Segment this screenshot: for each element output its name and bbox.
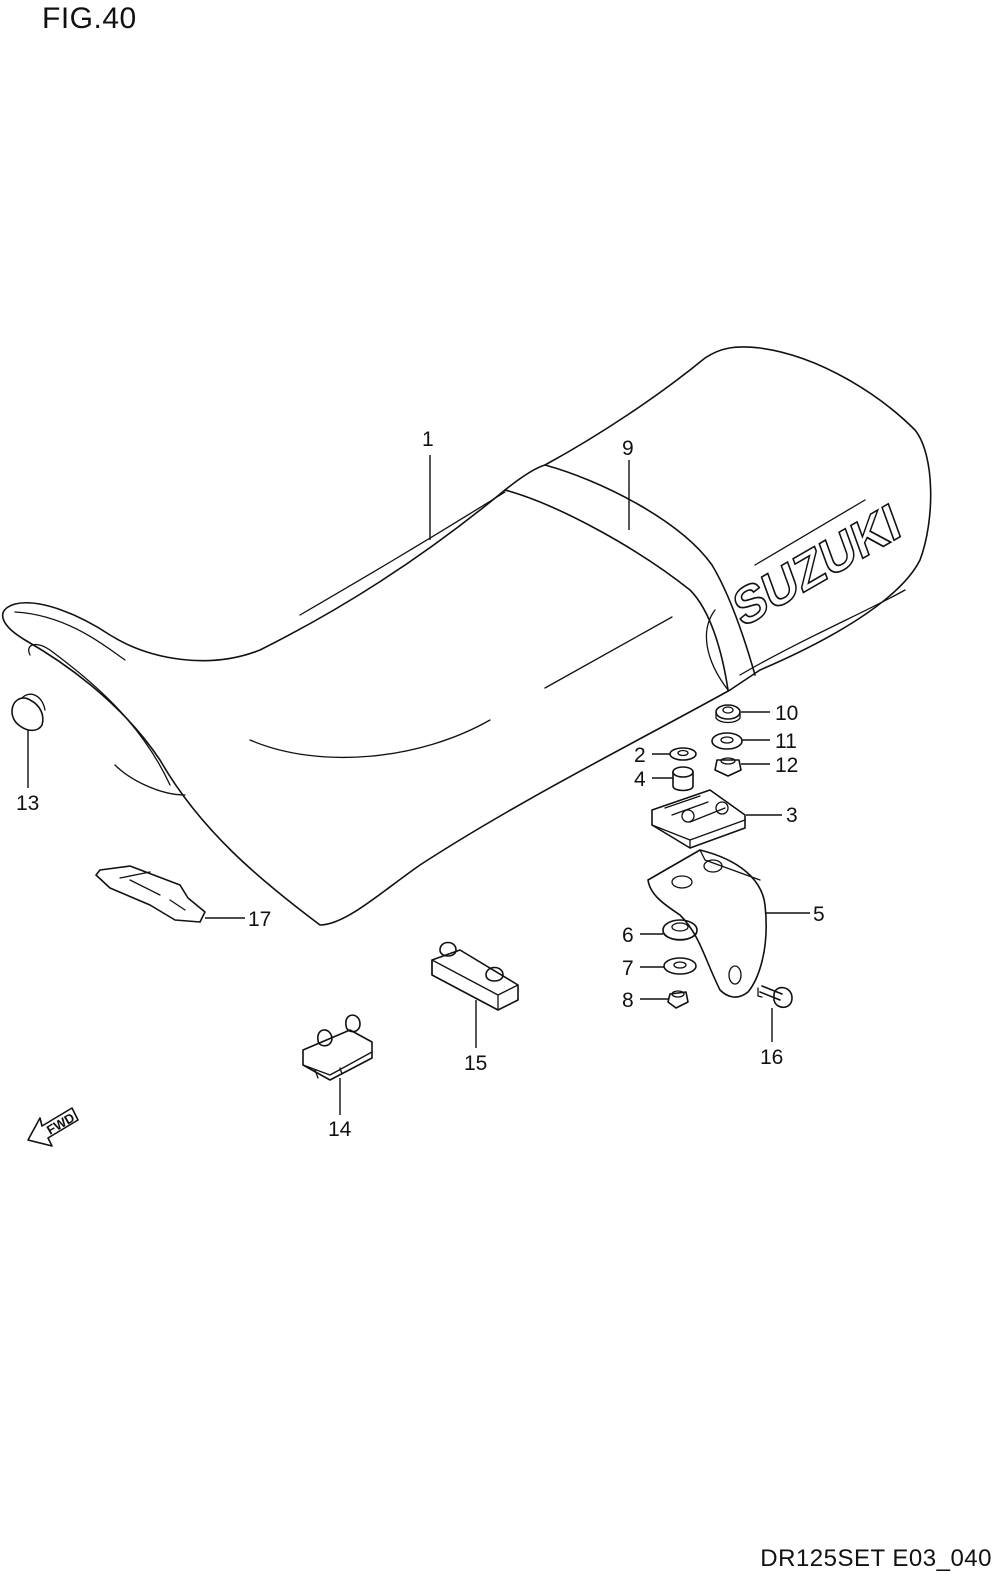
washer-11[interactable] <box>711 732 743 750</box>
callout-11: 11 <box>775 730 797 753</box>
callout-17: 17 <box>248 908 271 931</box>
callout-7: 7 <box>622 957 634 980</box>
clip-13[interactable] <box>11 693 46 732</box>
nut-8[interactable] <box>667 990 689 1009</box>
callout-labels: 1 2 3 4 5 6 7 8 9 10 11 12 13 14 15 16 1… <box>16 428 825 1141</box>
callout-12: 12 <box>775 754 798 777</box>
leader-lines <box>27 455 810 1115</box>
callout-8: 8 <box>622 989 634 1012</box>
callout-2: 2 <box>634 744 646 767</box>
callout-15: 15 <box>464 1052 487 1075</box>
callout-5: 5 <box>813 903 825 926</box>
cushion-3[interactable] <box>651 789 746 849</box>
callout-9: 9 <box>622 437 634 460</box>
callout-4: 4 <box>634 768 646 791</box>
figure-title: FIG.40 <box>42 2 137 35</box>
callout-13: 13 <box>16 792 39 815</box>
callout-6: 6 <box>622 924 634 947</box>
svg-text:FWD: FWD <box>44 1110 77 1138</box>
diagram-code: DR125SET E03_040 <box>760 1545 992 1572</box>
callout-16: 16 <box>760 1046 783 1069</box>
callout-3: 3 <box>786 804 798 827</box>
bracket-5[interactable] <box>647 849 767 998</box>
damper-15[interactable] <box>431 941 519 1011</box>
damper-14[interactable] <box>302 1014 373 1081</box>
callout-14: 14 <box>328 1118 352 1141</box>
fwd-arrow-icon: FWD <box>27 1107 79 1147</box>
washer-7[interactable] <box>663 957 697 975</box>
seat-brand-logo: SUZUKI <box>725 491 907 640</box>
washer-2[interactable] <box>669 747 697 761</box>
collar-4[interactable] <box>672 766 694 792</box>
callout-10: 10 <box>775 702 798 725</box>
seat[interactable] <box>1 346 932 926</box>
nut-12[interactable] <box>714 757 742 777</box>
svg-text:SUZUKI: SUZUKI <box>726 491 907 638</box>
callout-1: 1 <box>422 428 434 451</box>
grommet-6[interactable] <box>662 919 698 941</box>
nut-10[interactable] <box>715 704 741 724</box>
plate-17[interactable] <box>95 865 206 923</box>
bolt-16[interactable] <box>757 985 793 1009</box>
